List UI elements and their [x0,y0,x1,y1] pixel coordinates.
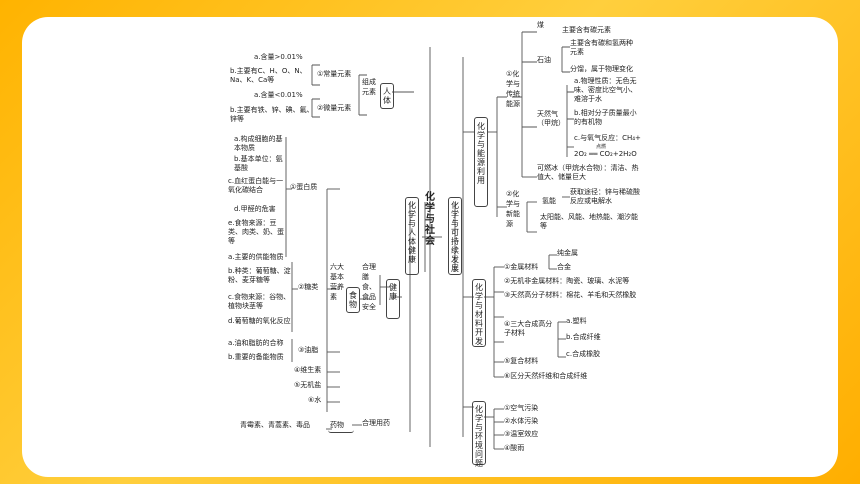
plastic: a.塑料 [566,317,587,325]
traditional-energy: ①化学与传统能源 [506,70,520,108]
oil-desc-1: 主要含有碳和氢两种元素 [570,39,633,56]
distinguish-fibers: ⑥区分天然纤维和合成纤维 [504,372,588,380]
elements-label: 组成元素 [362,78,376,96]
other-energy: 太阳能、风能、地热能、潮汐能等 [540,213,638,230]
oil-desc-2: 分馏，属于物理变化 [570,65,633,73]
greenhouse-effect: ③温室效应 [504,430,539,438]
sugar-label: ②糖类 [298,283,319,291]
sugar-c: c.食物来源：谷物、植物块茎等 [228,293,291,310]
material-node: 化学与材料开发 [472,279,486,347]
protein-b: b.基本单位：氨基酸 [234,155,283,172]
coal-desc: 主要含有碳元素 [562,26,611,34]
composite-material: ⑤复合材料 [504,357,539,365]
metal-material: ①金属材料 [504,263,539,271]
nutrients-label: 六大基本营养素 [330,263,344,301]
sugar-a: a.主要的供能物质 [228,253,284,261]
drug-examples: 青霉素、青蒿素、毒品 [240,421,310,429]
sugar-b: b.种类：葡萄糖、淀粉、麦芽糖等 [228,267,291,284]
material-label: 化学与材料开发 [475,283,483,346]
new-energy: ②化学与新能源 [506,190,520,228]
natural-polymer: ③天然高分子材料：棉花、羊毛和天然橡胶 [504,291,637,299]
drug-use: 合理用药 [362,419,390,427]
hydrogen-desc: 获取途径：锌与稀硫酸反应或电解水 [570,188,640,205]
connector-lines [285,31,574,450]
gas-c-1: c.与氧气反应：CH₄+ [574,134,641,142]
gas-a: a.物理性质：无色无味、密度比空气小、难溶于水 [574,77,637,103]
protein-c: c.血红蛋白能与一氧化碳结合 [228,177,284,194]
alloy: 合金 [557,263,571,271]
food-label: 食物 [349,291,357,309]
constant-a: a.含量>0.01% [254,53,303,61]
food-node: 食物 [346,287,360,313]
constant-b: b.主要有C、H、O、N、Na、K、Ca等 [230,67,307,84]
energy-node: 化学与能源利用 [474,117,488,207]
gas-b: b.相对分子质量最小的有机物 [574,109,637,126]
center-node: 化学与社会 [424,192,436,282]
health-label: 健康 [389,283,397,301]
synthetic-fiber: b.合成纤维 [566,333,601,341]
combustible-ice: 可燃冰（甲烷水合物）：清洁、热值大、储量巨大 [537,164,639,181]
drug-node: 药物 [328,420,354,433]
salt-label: ⑤无机盐 [294,381,322,389]
environment-node: 化学与环境问题 [472,401,486,468]
fat-b: b.重要的备能物质 [228,353,284,361]
fat-a: a.油和脂肪的合称 [228,339,284,347]
left-branch-node: 化学与人体健康 [405,197,419,275]
trace-b: b.主要有铁、锌、碘、氟、锌等 [230,106,314,123]
sugar-d: d.葡萄糖的氧化反应 [228,317,291,325]
synthetic-rubber: c.合成橡胶 [566,350,601,358]
human-node: 人体 [380,83,394,109]
water-label: ⑥水 [308,396,322,404]
energy-label: 化学与能源利用 [477,122,485,185]
environment-label: 化学与环境问题 [475,405,483,468]
protein-a: a.构成细胞的基本物质 [234,135,283,152]
mindmap-card: 化学与社会 化学与人体健康 化学与可持续发展 化学与能源利用 ①化学与传统能源 … [22,17,838,477]
drug-label: 药物 [330,421,344,429]
air-pollution: ①空气污染 [504,404,539,412]
health-node: 健康 [386,279,400,319]
protein-e: e.食物来源：豆类、肉类、奶、蛋等 [228,219,284,245]
gas-c-condition: 点燃 [596,144,607,150]
hydrogen-label: 氢能 [542,197,556,205]
oil-label: 石油 [537,56,551,64]
center-title: 化学与社会 [425,192,435,247]
coal-label: 煤 [537,21,544,29]
protein-label: ①蛋白质 [290,183,318,191]
left-branch-label: 化学与人体健康 [408,201,416,264]
gas-label: 天然气（甲烷） [537,110,565,127]
diet-label: 合理膳食、食品安全 [362,263,376,311]
constant-element: ①常量元素 [317,70,352,78]
human-label: 人体 [383,87,391,105]
pure-metal: 纯金属 [557,249,578,257]
inorganic-material: ②无机非金属材料：陶瓷、玻璃、水泥等 [504,277,630,285]
trace-element: ②微量元素 [317,104,352,112]
protein-d: d.甲醛的危害 [234,205,276,213]
right-branch-label: 化学与可持续发展 [451,201,459,273]
trace-a: a.含量<0.01% [254,91,303,99]
synthetic-polymer: ④三大合成高分子材料 [504,320,553,337]
gas-c-2: 2O₂ ══ CO₂+2H₂O [574,150,637,158]
fat-label: ③油脂 [298,346,319,354]
vitamin-label: ④维生素 [294,366,322,374]
water-pollution: ②水体污染 [504,417,539,425]
right-branch-node: 化学与可持续发展 [448,197,462,275]
acid-rain: ④酸雨 [504,444,525,452]
